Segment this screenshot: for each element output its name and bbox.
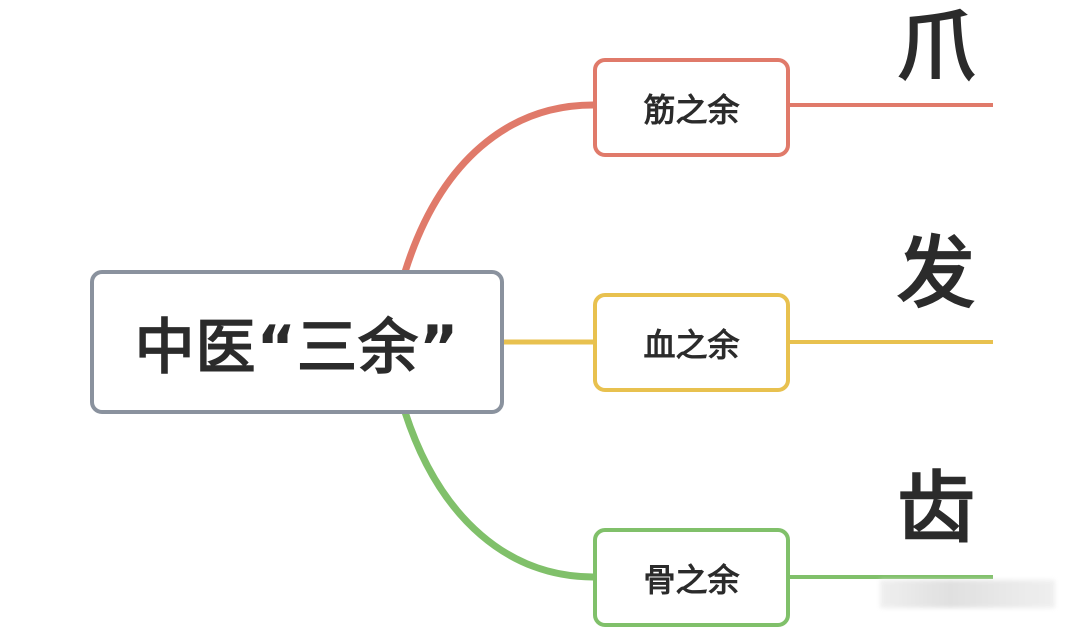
branch-node-xue: 血之余: [593, 293, 790, 392]
connector-jin: [401, 101, 594, 274]
branch-label: 筋之余: [643, 90, 740, 129]
branch-label: 血之余: [643, 325, 740, 364]
leaf-label-fa: 发: [896, 229, 975, 319]
leaf-label-chi: 齿: [896, 464, 975, 554]
branch-label: 骨之余: [643, 560, 740, 599]
branch-node-gu: 骨之余: [593, 528, 790, 627]
connector-gu: [401, 410, 594, 581]
branch-node-jin: 筋之余: [593, 58, 790, 157]
leaf-label-zhao: 爪: [896, 2, 975, 92]
root-label: 中医“三余”: [134, 312, 460, 383]
blurred-watermark: [880, 580, 1055, 608]
root-node: 中医“三余”: [90, 270, 504, 414]
